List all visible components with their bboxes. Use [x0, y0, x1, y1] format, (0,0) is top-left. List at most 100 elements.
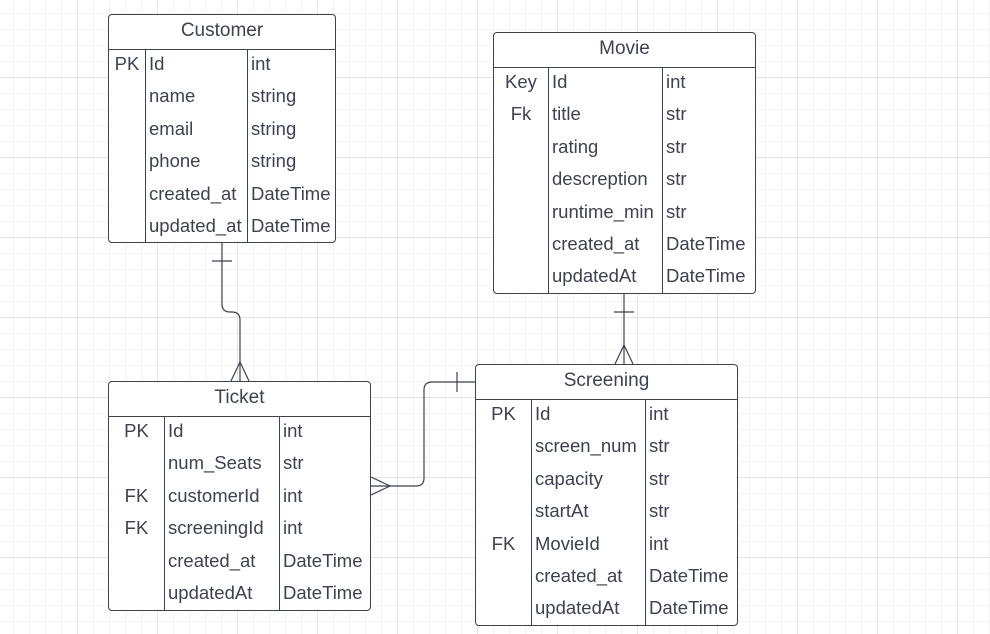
key-cell	[476, 432, 531, 464]
field-type: string	[251, 85, 297, 107]
field-type: int	[283, 420, 303, 441]
field-name: Id	[149, 53, 165, 74]
connector-movie-screening[interactable]	[614, 294, 634, 365]
key-cell	[494, 165, 548, 197]
key-column: PK FK	[476, 400, 531, 625]
entity-screening[interactable]: Screening PK FK Id screen_num capacity start…	[475, 364, 738, 626]
field-type: str	[649, 500, 670, 522]
field-column: Id name email phone created_at updated_at	[145, 50, 247, 242]
field-type: int	[251, 53, 271, 74]
field-type: str	[649, 435, 670, 457]
field-type: int	[649, 403, 669, 424]
field-name: updatedAt	[552, 265, 637, 287]
key-cell	[494, 262, 548, 293]
entity-title: Customer	[109, 15, 335, 50]
field-name: created_at	[149, 182, 237, 204]
field-name: capacity	[535, 467, 603, 489]
field-name: updatedAt	[535, 597, 620, 619]
field-name: runtime_min	[552, 200, 654, 222]
key-cell	[494, 198, 548, 230]
field-type: string	[251, 150, 297, 172]
field-name: num_Seats	[168, 452, 262, 474]
key-cell	[494, 230, 548, 262]
field-name: title	[552, 103, 581, 125]
key-cell: Key	[505, 71, 537, 92]
field-type: DateTime	[649, 597, 729, 619]
key-column: PK FK FK	[109, 417, 164, 610]
key-cell	[109, 82, 145, 114]
field-name: updatedAt	[168, 581, 253, 603]
field-name: created_at	[552, 232, 640, 254]
field-type: int	[649, 532, 669, 554]
key-cell	[109, 547, 164, 579]
field-name: updated_at	[149, 214, 242, 236]
field-name: rating	[552, 135, 599, 157]
field-name: screen_num	[535, 435, 637, 457]
key-cell	[109, 579, 164, 610]
field-type: DateTime	[251, 214, 331, 236]
field-name: created_at	[168, 549, 256, 571]
field-type: str	[666, 200, 687, 222]
field-name: startAt	[535, 500, 589, 522]
field-type: int	[283, 517, 303, 539]
entity-title: Screening	[476, 365, 737, 400]
key-cell	[476, 497, 531, 529]
key-cell	[109, 449, 164, 481]
key-cell: Fk	[510, 103, 532, 125]
field-name: name	[149, 85, 196, 107]
field-name: email	[149, 117, 194, 139]
key-cell	[476, 465, 531, 497]
field-name: screeningId	[168, 517, 264, 539]
key-cell: FK	[124, 484, 149, 506]
entity-title: Movie	[494, 33, 755, 68]
field-type: str	[283, 452, 304, 474]
field-type: DateTime	[666, 265, 746, 287]
field-type: DateTime	[251, 182, 331, 204]
key-cell	[109, 115, 145, 147]
field-name: customerId	[168, 484, 260, 506]
key-cell: FK	[491, 532, 516, 554]
field-type: DateTime	[666, 232, 746, 254]
key-cell: FK	[124, 517, 149, 539]
key-cell	[476, 562, 531, 594]
field-type: int	[666, 71, 686, 92]
key-cell	[109, 180, 145, 212]
connector-customer-ticket[interactable]	[212, 243, 250, 382]
key-cell: PK	[114, 53, 140, 74]
field-name: MovieId	[535, 532, 600, 554]
field-name: phone	[149, 150, 201, 172]
field-type: string	[251, 117, 297, 139]
key-cell: PK	[491, 403, 516, 424]
key-cell	[109, 147, 145, 179]
many-marker	[614, 343, 634, 365]
field-name: Id	[552, 71, 568, 92]
field-type: str	[666, 103, 687, 125]
key-column: PK	[109, 50, 145, 242]
field-type: str	[666, 135, 687, 157]
field-type: str	[649, 467, 670, 489]
field-name: Id	[535, 403, 551, 424]
field-name: descreption	[552, 168, 648, 190]
field-name: created_at	[535, 564, 623, 586]
many-marker	[230, 360, 250, 382]
connector-screening-ticket[interactable]	[370, 372, 475, 496]
key-cell: PK	[124, 420, 149, 441]
many-marker	[370, 476, 392, 496]
key-cell	[476, 594, 531, 625]
key-cell	[494, 133, 548, 165]
